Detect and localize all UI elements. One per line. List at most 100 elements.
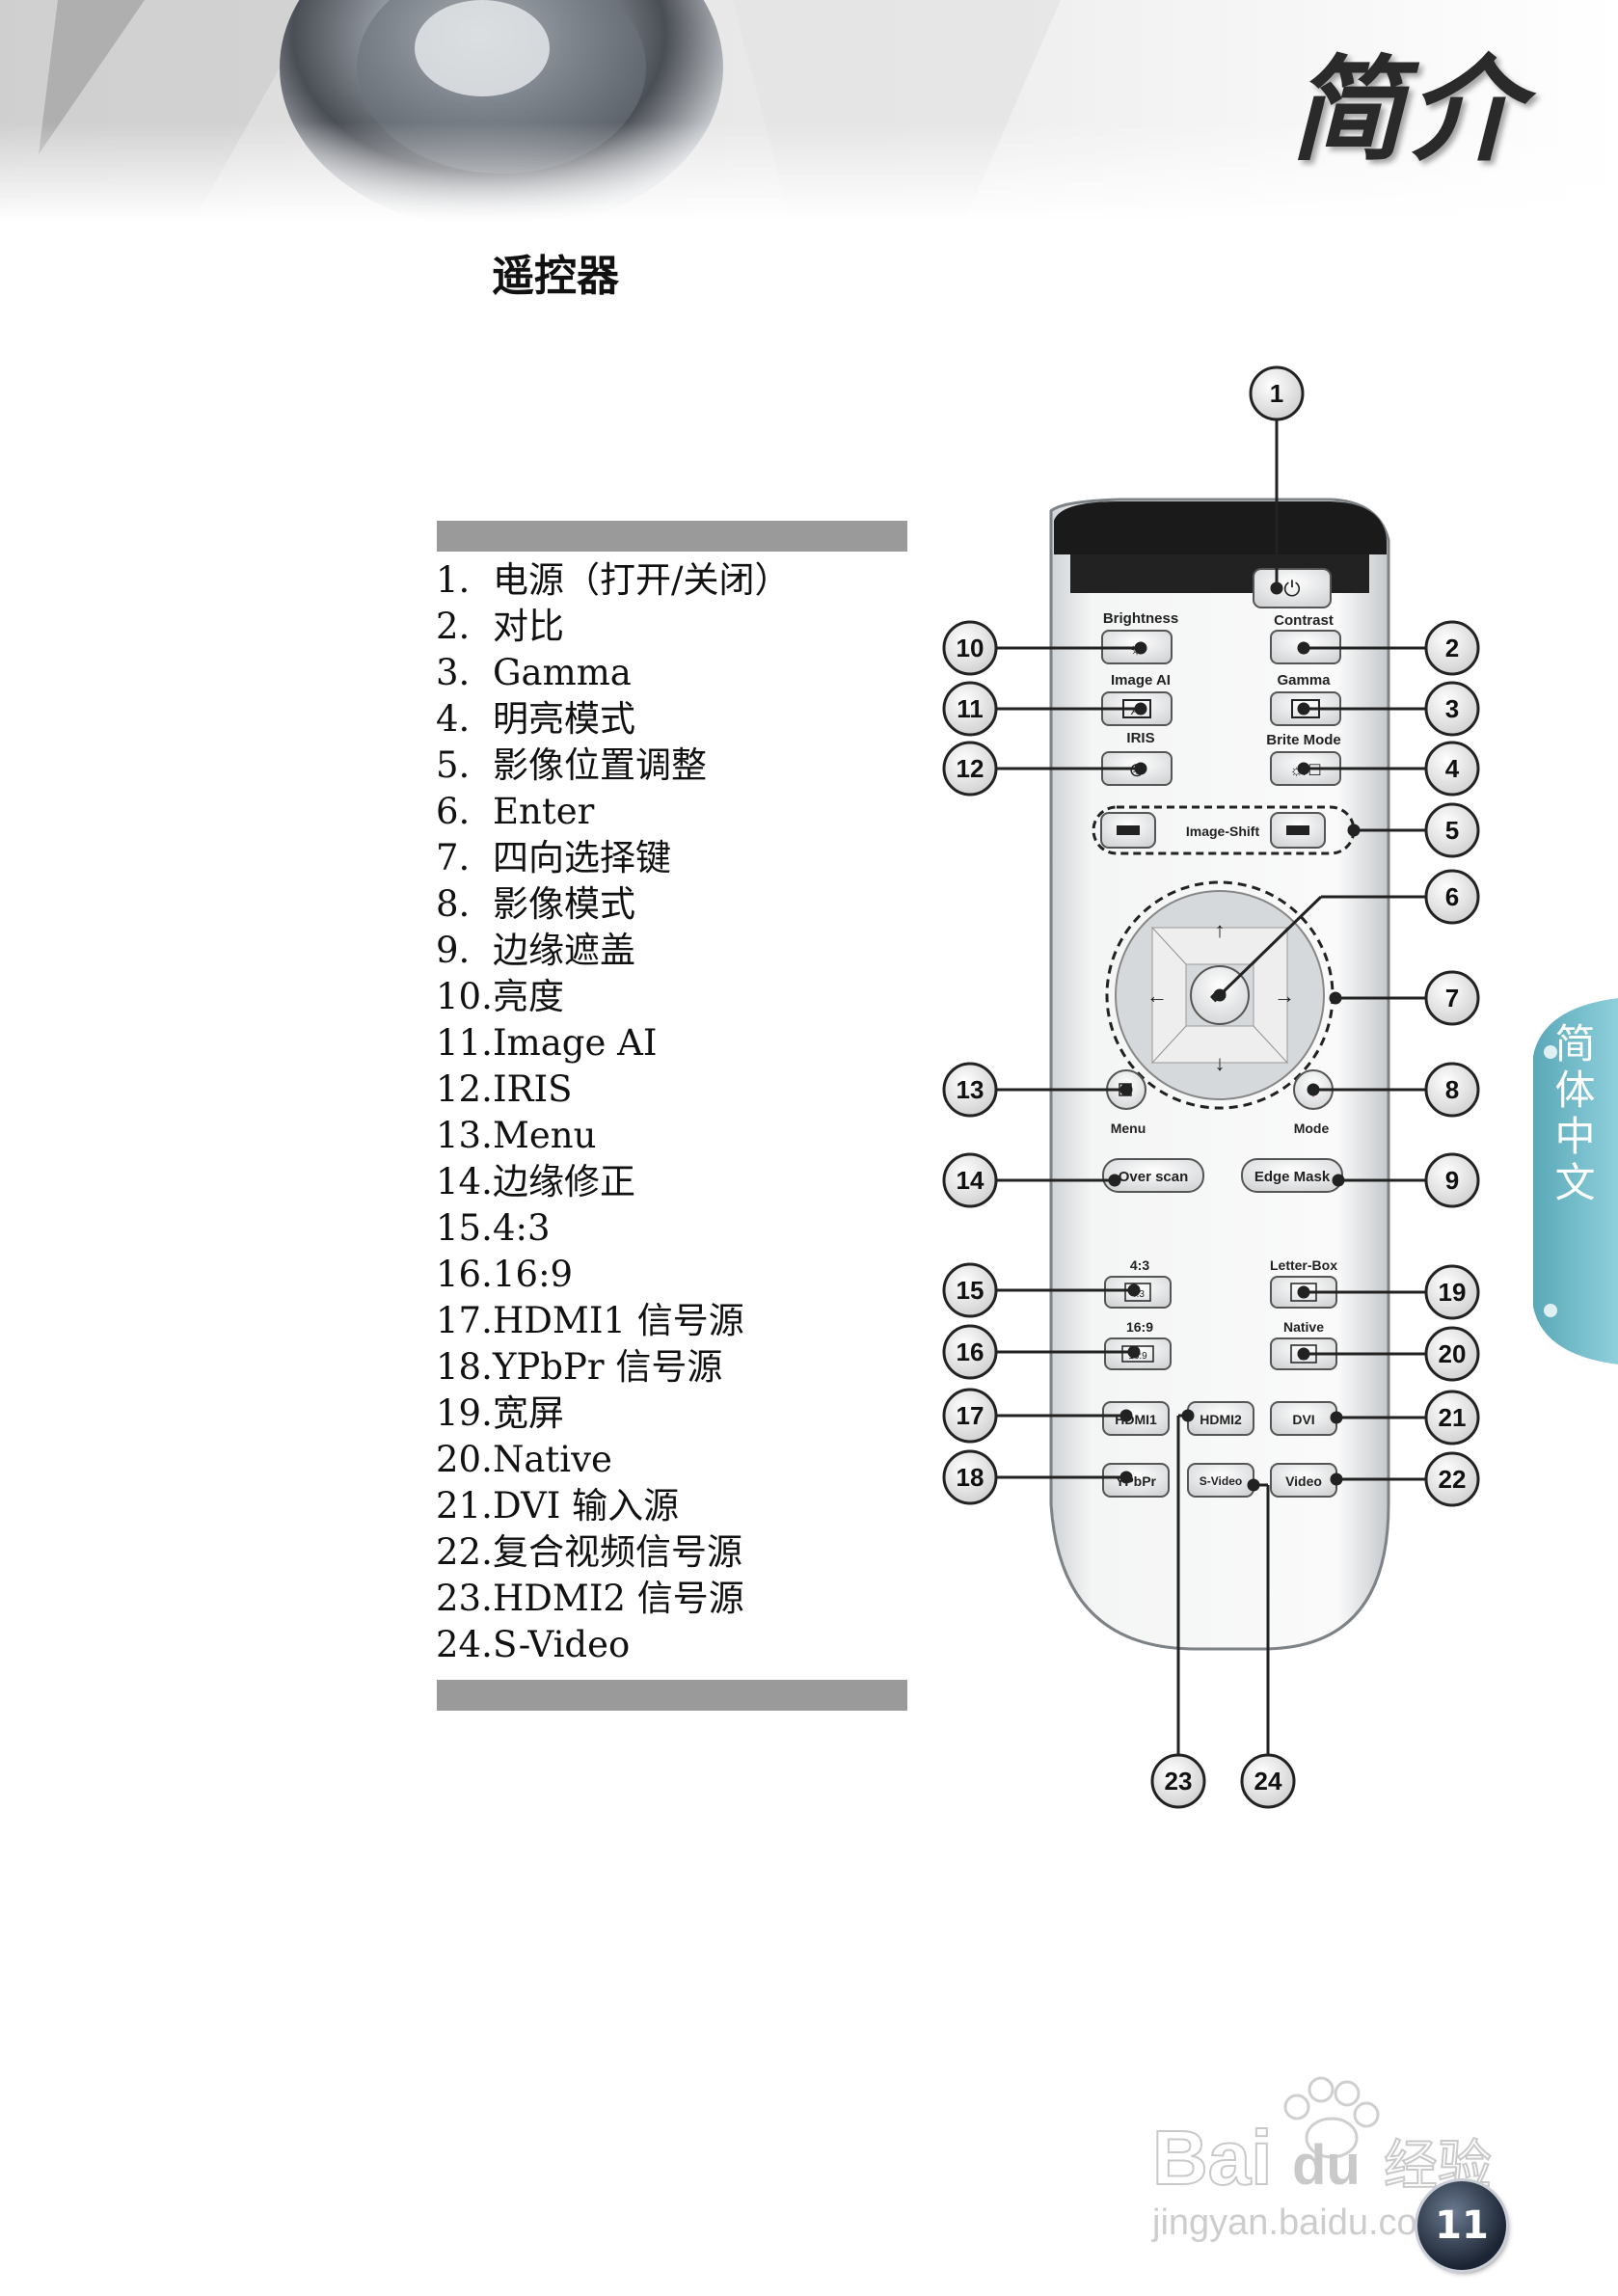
svg-text:12: 12 xyxy=(957,754,984,783)
legend-item-number: 24. xyxy=(436,1624,493,1665)
legend-item: 7.四向选择键 xyxy=(436,835,790,881)
legend-item: 8.影像模式 xyxy=(436,881,790,928)
legend-item-number: 12. xyxy=(436,1068,493,1110)
legend-item-label: DVI 输入源 xyxy=(493,1485,680,1526)
svg-text:du: du xyxy=(1292,2134,1361,2197)
svg-text:9: 9 xyxy=(1445,1166,1459,1195)
svg-text:Over scan: Over scan xyxy=(1119,1169,1189,1185)
callout-7 xyxy=(1424,970,1480,1026)
svg-text:4: 4 xyxy=(1445,754,1460,783)
svg-text:Bai: Bai xyxy=(1152,2115,1273,2201)
legend-item-number: 10. xyxy=(436,976,493,1017)
legend-item-number: 18. xyxy=(436,1346,493,1388)
legend-item: 1. 电源（打开/关闭） xyxy=(436,557,790,604)
legend-item-label: HDMI2 信号源 xyxy=(493,1578,744,1619)
legend-item-number: 6. xyxy=(436,791,471,832)
legend-item: 15.4:3 xyxy=(436,1205,790,1252)
legend-item-label: 4:3 xyxy=(493,1207,551,1249)
legend-item-number: 9. xyxy=(436,930,471,971)
svg-text:HDMI2: HDMI2 xyxy=(1200,1412,1242,1427)
callout-23 xyxy=(1150,1753,1206,1809)
hdmi1-button xyxy=(1102,1401,1170,1436)
legend-item: 22.复合视频信号源 xyxy=(436,1529,790,1576)
legend-item: 10.亮度 xyxy=(436,974,790,1020)
ypbpr-button xyxy=(1102,1463,1170,1498)
remote-control-diagram: ⏻ Brightness Contrast ☼ ◐ Image AI Gamma… xyxy=(942,365,1480,1809)
legend-item: 16.16:9 xyxy=(436,1252,790,1298)
svg-text:24: 24 xyxy=(1254,1767,1282,1796)
legend-item-label: S-Video xyxy=(493,1624,631,1665)
callout-1 xyxy=(1249,365,1305,421)
header-lens-graphic xyxy=(0,0,1618,222)
legend-item: 23.HDMI2 信号源 xyxy=(436,1576,790,1622)
callout-8 xyxy=(1424,1062,1480,1118)
svg-text:1: 1 xyxy=(1270,379,1283,408)
image-shift-group xyxy=(1092,805,1356,855)
svg-text:11: 11 xyxy=(957,694,984,723)
legend-item-number: 16. xyxy=(436,1254,493,1295)
svg-text:23: 23 xyxy=(1165,1767,1193,1796)
legend-top-bar xyxy=(437,521,907,552)
legend-item: 2.对比 xyxy=(436,604,790,650)
legend-item: 21.DVI 输入源 xyxy=(436,1483,790,1529)
svg-text:14: 14 xyxy=(957,1166,984,1195)
callout-3 xyxy=(1424,681,1480,737)
image-ai-label: Image AI xyxy=(1111,672,1171,689)
legend-item-number: 15. xyxy=(436,1207,493,1249)
legend-item-number: 8. xyxy=(436,883,471,925)
legend-item: 3.Gamma xyxy=(436,650,790,696)
legend-item-label: Native xyxy=(493,1439,612,1480)
legend-item-label: 16:9 xyxy=(493,1254,574,1295)
language-side-tab xyxy=(1533,998,1618,1364)
svg-text:Video: Video xyxy=(1285,1473,1322,1489)
menu-label: Menu xyxy=(1111,1121,1146,1136)
legend-item: 6.Enter xyxy=(436,789,790,835)
legend-item-label: 边缘遮盖 xyxy=(493,930,635,971)
callout-9 xyxy=(1424,1152,1480,1208)
legend-item-label: 电源（打开/关闭） xyxy=(493,559,791,601)
legend-item-label: HDMI1 信号源 xyxy=(493,1300,744,1341)
svg-text:7: 7 xyxy=(1445,984,1459,1013)
legend-item: 9. 边缘遮盖 xyxy=(436,928,790,974)
legend-item-label: Menu xyxy=(493,1115,597,1156)
callout-16 xyxy=(942,1324,998,1380)
svg-text:3: 3 xyxy=(1445,694,1459,723)
brite-mode-label: Brite Mode xyxy=(1266,732,1341,748)
legend-item-label: 复合视频信号源 xyxy=(493,1531,742,1573)
native-label: Native xyxy=(1283,1319,1324,1335)
legend-item: 14.边缘修正 xyxy=(436,1159,790,1205)
svg-text:10: 10 xyxy=(957,634,984,662)
svg-text:20: 20 xyxy=(1439,1339,1467,1368)
svg-text:Edge Mask: Edge Mask xyxy=(1254,1169,1331,1185)
legend-item-label: Gamma xyxy=(493,652,632,693)
svg-text:22: 22 xyxy=(1439,1465,1467,1494)
callout-24 xyxy=(1240,1753,1296,1809)
legend-item: 18.YPbPr 信号源 xyxy=(436,1344,790,1391)
legend-item-number: 1. xyxy=(436,559,471,601)
page-header-title: 简介 xyxy=(1290,43,1526,176)
svg-text:6: 6 xyxy=(1445,882,1459,911)
legend-item-label: 边缘修正 xyxy=(493,1161,635,1202)
svg-text:19: 19 xyxy=(1439,1278,1467,1307)
legend-item-label: 明亮模式 xyxy=(493,698,635,740)
letterbox-label: Letter-Box xyxy=(1270,1257,1337,1273)
callout-14 xyxy=(942,1152,998,1208)
legend-item: 4. 明亮模式 xyxy=(436,696,790,743)
callout-4 xyxy=(1424,741,1480,797)
callout-2 xyxy=(1424,620,1480,676)
power-button xyxy=(1253,568,1332,608)
svg-text:13: 13 xyxy=(957,1075,984,1104)
svg-text:S-Video: S-Video xyxy=(1200,1474,1242,1488)
svg-text:→: → xyxy=(1274,984,1295,1008)
legend-item-number: 4. xyxy=(436,698,471,740)
svg-text:DVI: DVI xyxy=(1292,1412,1314,1427)
iris-label: IRIS xyxy=(1126,730,1154,746)
side-tab-label: 简体中文 xyxy=(1549,1022,1596,1207)
legend-item-label: 对比 xyxy=(493,606,564,647)
legend-item: 13.Menu xyxy=(436,1113,790,1159)
svg-text:18: 18 xyxy=(957,1463,984,1492)
contrast-label: Contrast xyxy=(1274,612,1334,629)
legend-item-number: 21. xyxy=(436,1485,493,1526)
callout-13 xyxy=(942,1062,998,1118)
svg-text:←: ← xyxy=(1146,984,1168,1008)
